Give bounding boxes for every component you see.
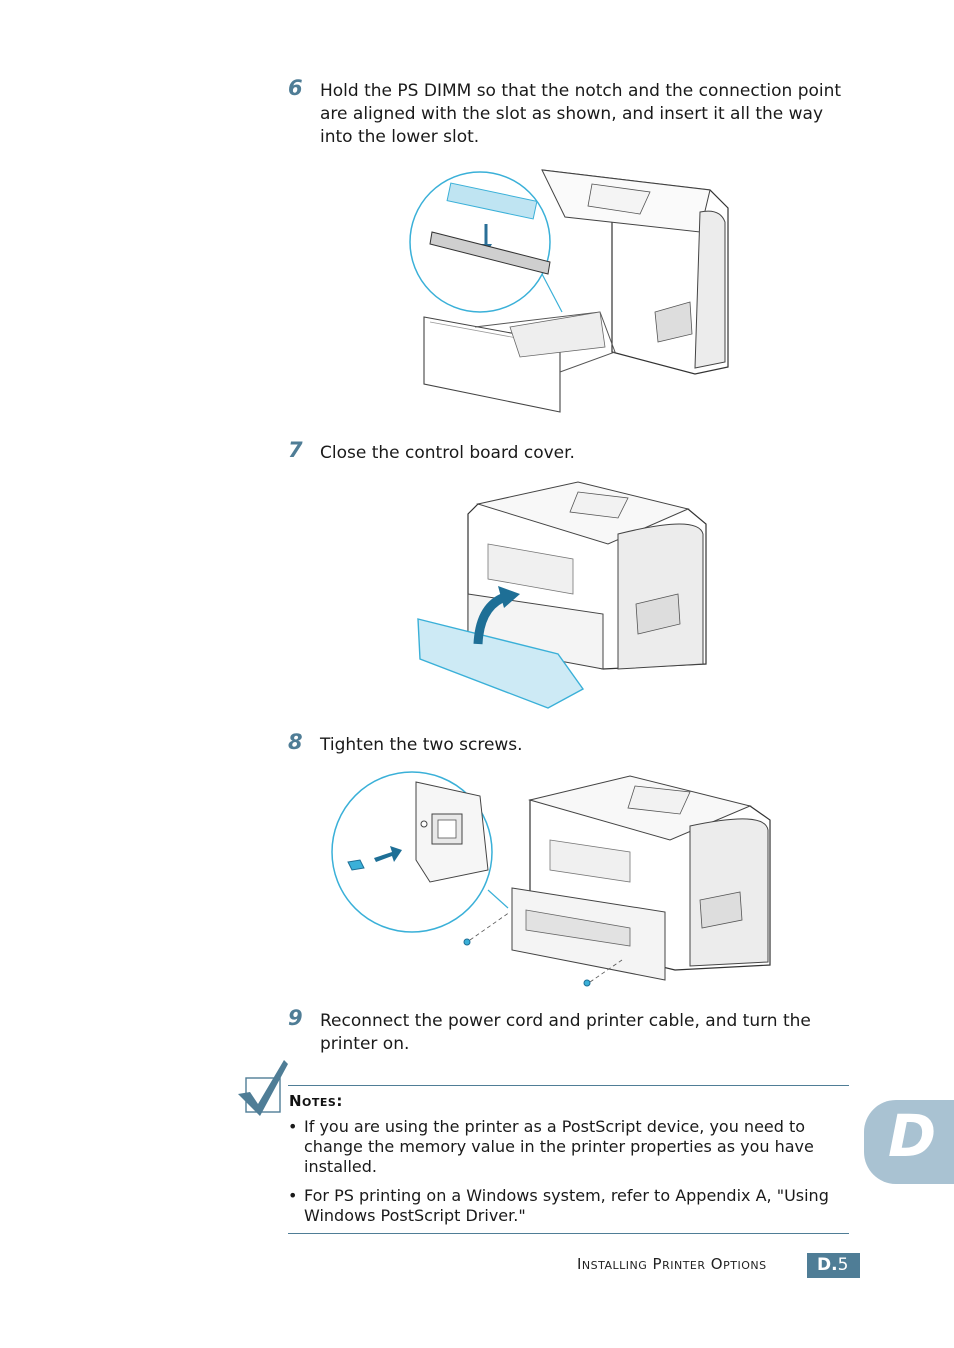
footer-section-title: Installing Printer Options <box>577 1255 767 1273</box>
notes-divider-bottom <box>288 1233 849 1234</box>
figure-insert-dimm <box>409 169 729 413</box>
step-number: 8 <box>288 730 303 754</box>
bullet: • <box>288 1117 298 1136</box>
checkmark-icon <box>238 1060 288 1116</box>
page-prefix: D. <box>817 1255 838 1275</box>
step-text: Close the control board cover. <box>320 443 575 463</box>
note-text: If you are using the printer as a PostSc… <box>304 1117 814 1176</box>
step-text: Tighten the two screws. <box>320 735 523 755</box>
step-text: Hold the PS DIMM so that the notch and t… <box>320 81 842 147</box>
note-text: For PS printing on a Windows system, ref… <box>304 1186 829 1225</box>
section-tab: D <box>864 1100 954 1184</box>
figure-tighten-screws <box>331 771 771 987</box>
step-number: 7 <box>288 438 303 462</box>
bullet: • <box>288 1186 298 1205</box>
step-number: 6 <box>288 76 303 100</box>
figure-close-cover <box>417 481 707 709</box>
step-text: Reconnect the power cord and printer cab… <box>320 1011 811 1054</box>
notes-divider-top <box>288 1085 849 1086</box>
section-tab-letter: D <box>888 1102 937 1170</box>
notes-title: Notes: <box>289 1092 343 1110</box>
page-number: 5 <box>837 1255 849 1275</box>
step-number: 9 <box>288 1006 303 1030</box>
page-number-badge: D.5 <box>807 1253 860 1278</box>
